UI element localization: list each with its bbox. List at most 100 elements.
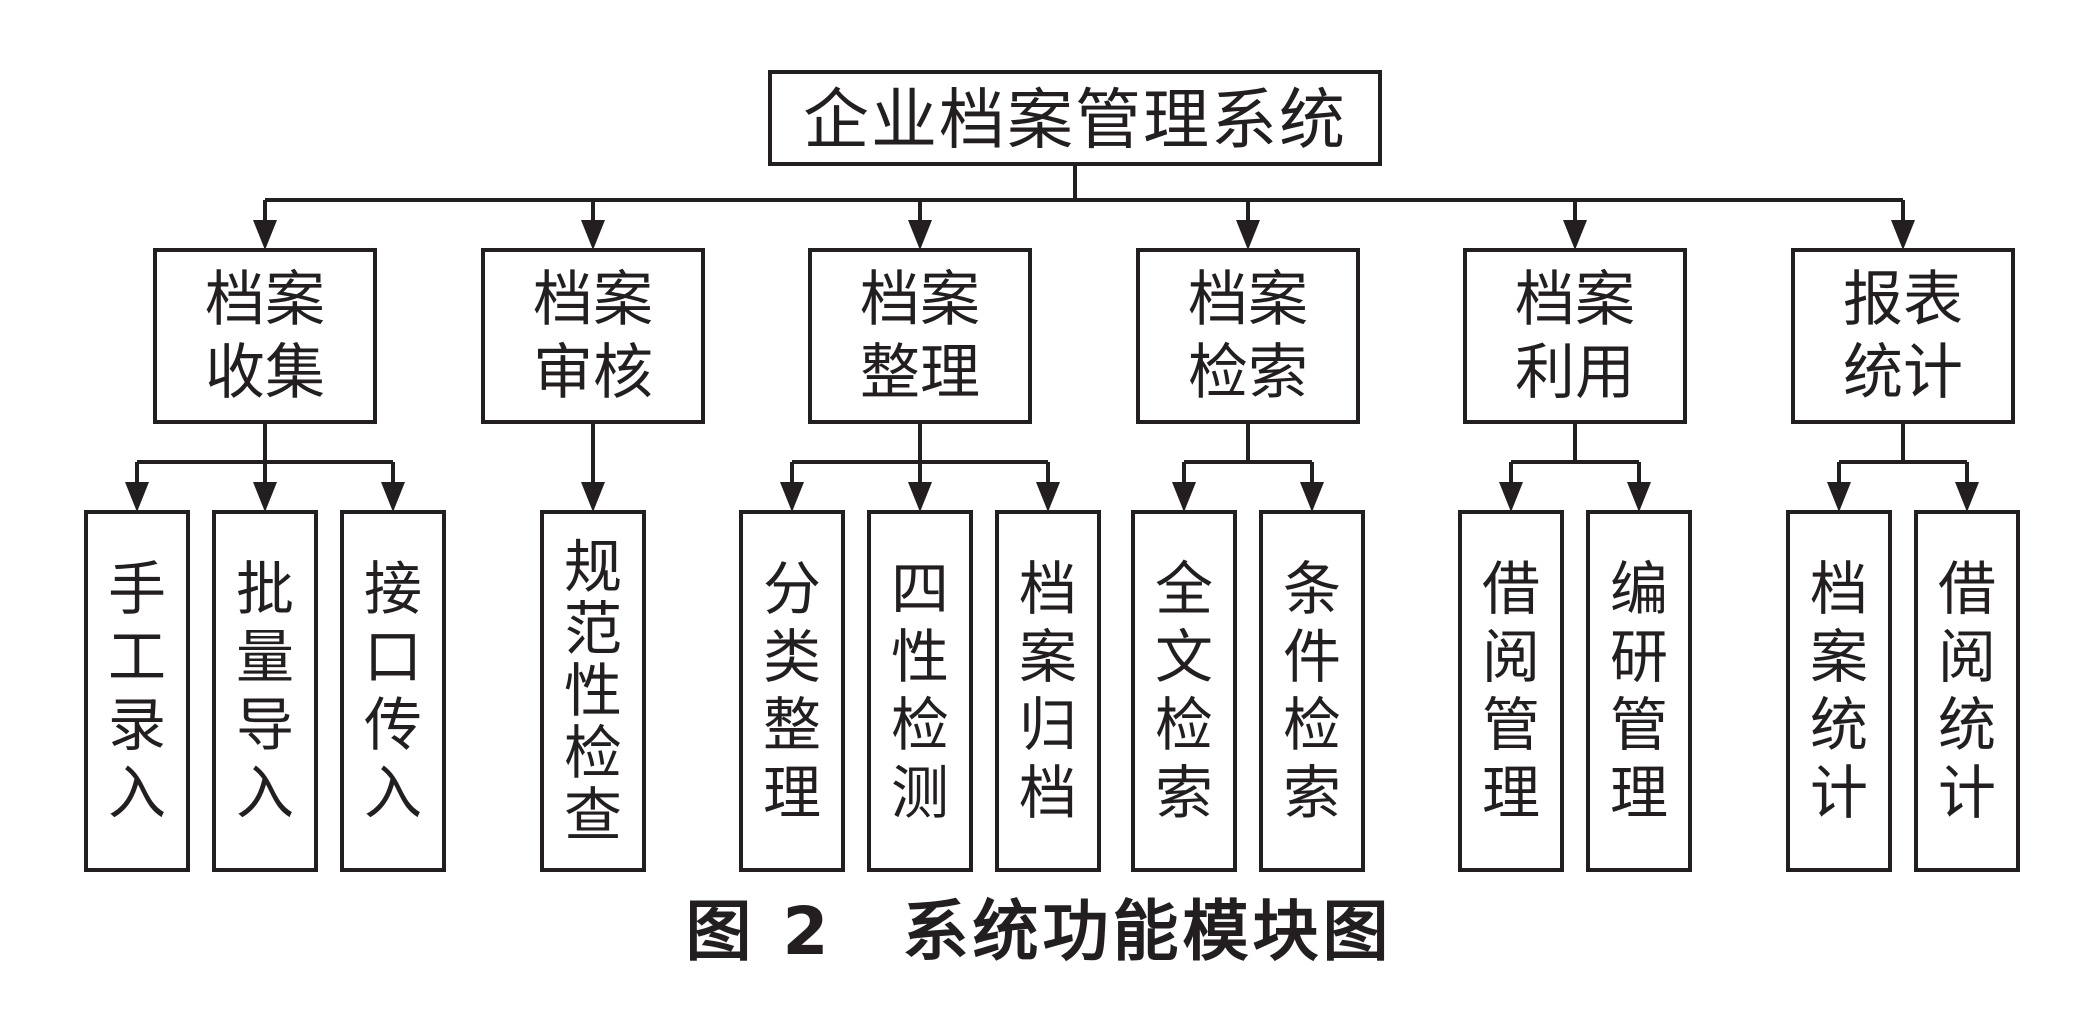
leaf-label-char: 检	[1283, 691, 1341, 759]
leaf-label-char: 量	[236, 623, 294, 691]
leaf-label-char: 导	[236, 691, 294, 759]
leaf-label-char: 检	[564, 719, 622, 787]
leaf-box	[84, 510, 190, 872]
leaf-label-char: 索	[1155, 759, 1213, 827]
leaf-label-char: 理	[1482, 759, 1540, 827]
leaf-label-char: 计	[1810, 759, 1868, 827]
leaf-box	[1914, 510, 2020, 872]
module-arrow	[581, 220, 605, 250]
leaf-label-char: 批	[236, 555, 294, 623]
leaf-arrow	[1955, 482, 1979, 512]
leaf-arrow	[1827, 482, 1851, 512]
leaf-label-char: 接	[364, 555, 422, 623]
leaf-arrow	[1627, 482, 1651, 512]
leaf-label-char: 统	[1810, 691, 1868, 759]
leaf-label-char: 查	[564, 781, 622, 849]
leaf-label-char: 入	[364, 759, 422, 827]
leaf-label-char: 检	[891, 691, 949, 759]
module-box	[1136, 248, 1360, 424]
leaf-arrow	[253, 482, 277, 512]
module-label-line-2: 收集	[205, 338, 325, 408]
leaf-label-char: 件	[1283, 623, 1341, 691]
leaf-box	[1259, 510, 1365, 872]
module-box	[1791, 248, 2015, 424]
leaf-label-char: 入	[236, 759, 294, 827]
module-label-line-1: 档案	[1515, 265, 1635, 335]
leaf-box	[1586, 510, 1692, 872]
module-label-line-1: 档案	[533, 265, 653, 335]
module-arrow	[908, 220, 932, 250]
leaf-box	[540, 510, 646, 872]
leaf-label-char: 档	[1810, 555, 1868, 623]
leaf-label-char: 规	[564, 533, 622, 601]
leaf-label-char: 计	[1938, 759, 1996, 827]
leaf-label-char: 借	[1938, 555, 1996, 623]
leaf-label-char: 统	[1938, 691, 1996, 759]
leaf-label-char: 理	[1610, 759, 1668, 827]
leaf-label-char: 归	[1019, 691, 1077, 759]
module-box	[808, 248, 1032, 424]
leaf-label-char: 性	[891, 623, 949, 691]
leaf-arrow	[1499, 482, 1523, 512]
module-box	[1463, 248, 1687, 424]
leaf-box	[1131, 510, 1237, 872]
leaf-arrow	[581, 482, 605, 512]
leaf-label-char: 条	[1283, 555, 1341, 623]
leaf-arrow	[125, 482, 149, 512]
leaf-arrow	[1036, 482, 1060, 512]
leaf-label-char: 整	[763, 691, 821, 759]
root-box	[768, 70, 1382, 166]
leaf-label-char: 检	[1155, 691, 1213, 759]
leaf-label-char: 入	[108, 759, 166, 827]
leaf-label-char: 档	[1019, 555, 1077, 623]
leaf-box	[739, 510, 845, 872]
leaf-label-char: 编	[1610, 555, 1668, 623]
leaf-label-char: 索	[1283, 759, 1341, 827]
leaf-box	[1786, 510, 1892, 872]
module-arrow	[1563, 220, 1587, 250]
leaf-label-char: 四	[891, 555, 949, 623]
leaf-label-char: 借	[1482, 555, 1540, 623]
leaf-label-char: 录	[108, 691, 166, 759]
leaf-label-char: 阅	[1938, 623, 1996, 691]
leaf-arrow	[780, 482, 804, 512]
leaf-box	[867, 510, 973, 872]
leaf-label-char: 全	[1155, 555, 1213, 623]
module-label-line-2: 利用	[1515, 338, 1635, 408]
module-box	[153, 248, 377, 424]
leaf-box	[340, 510, 446, 872]
leaf-box	[995, 510, 1101, 872]
module-label-line-2: 统计	[1843, 338, 1963, 408]
root-label: 企业档案管理系统	[803, 82, 1347, 159]
module-label-line-2: 审核	[533, 338, 653, 408]
module-label-line-2: 检索	[1188, 338, 1308, 408]
module-label-line-2: 整理	[860, 338, 980, 408]
leaf-box	[212, 510, 318, 872]
module-label-line-1: 报表	[1843, 265, 1963, 335]
leaf-label-char: 理	[763, 759, 821, 827]
leaf-label-char: 档	[1019, 759, 1077, 827]
leaf-label-char: 案	[1810, 623, 1868, 691]
module-arrow	[1236, 220, 1260, 250]
module-arrow	[1891, 220, 1915, 250]
leaf-label-char: 文	[1155, 623, 1213, 691]
leaf-arrow	[908, 482, 932, 512]
module-label-line-1: 档案	[205, 265, 325, 335]
module-arrow	[253, 220, 277, 250]
module-label-line-1: 档案	[1188, 265, 1308, 335]
leaf-arrow	[1300, 482, 1324, 512]
leaf-label-char: 口	[364, 623, 422, 691]
leaf-label-char: 管	[1610, 691, 1668, 759]
leaf-label-char: 案	[1019, 623, 1077, 691]
leaf-arrow	[1172, 482, 1196, 512]
leaf-label-char: 测	[891, 759, 949, 827]
leaf-label-char: 分	[763, 555, 821, 623]
leaf-arrow	[381, 482, 405, 512]
leaf-label-char: 管	[1482, 691, 1540, 759]
module-label-line-1: 档案	[860, 265, 980, 335]
figure-caption: 图 2 系统功能模块图	[685, 893, 1393, 970]
module-box	[481, 248, 705, 424]
leaf-label-char: 工	[108, 623, 166, 691]
leaf-label-char: 范	[564, 595, 622, 663]
